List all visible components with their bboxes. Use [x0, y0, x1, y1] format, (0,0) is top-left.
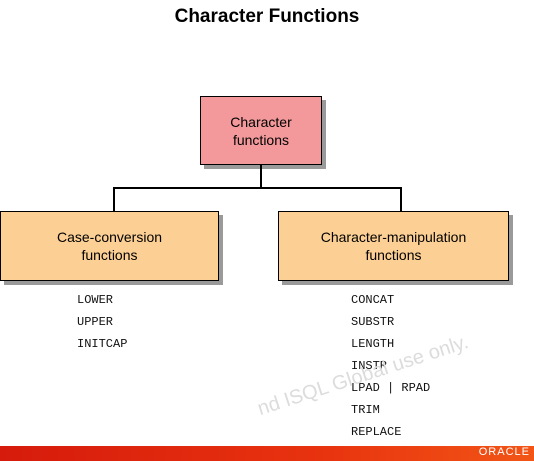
- list-item: LPAD | RPAD: [351, 381, 431, 395]
- connector-horizontal: [113, 187, 402, 189]
- list-item: UPPER: [77, 315, 114, 329]
- list-item: REPLACE: [351, 425, 402, 439]
- list-item: CONCAT: [351, 293, 395, 307]
- connector-root-down: [260, 165, 262, 188]
- list-item: LOWER: [77, 293, 114, 307]
- list-item: TRIM: [351, 403, 380, 417]
- list-item: INSTR: [351, 359, 388, 373]
- character-manipulation-label-line2: functions: [365, 247, 422, 263]
- connector-right-down: [400, 187, 402, 211]
- root-node-character-functions: Character functions: [200, 96, 322, 165]
- character-manipulation-label-line1: Character-manipulation: [320, 229, 467, 245]
- case-conversion-function-list: LOWER UPPER INITCAP: [77, 289, 127, 355]
- oracle-logo: ORACLE: [478, 446, 530, 458]
- footer-bar: ORACLE: [0, 446, 534, 461]
- case-conversion-label-line1: Case-conversion: [56, 229, 163, 245]
- list-item: INITCAP: [77, 337, 128, 351]
- character-manipulation-function-list: CONCAT SUBSTR LENGTH INSTR LPAD | RPAD T…: [351, 289, 430, 443]
- case-conversion-node: Case-conversion functions: [0, 211, 219, 281]
- list-item: SUBSTR: [351, 315, 395, 329]
- root-node-label-line1: Character: [230, 113, 292, 130]
- case-conversion-label-line2: functions: [81, 247, 138, 263]
- root-node-label-line2: functions: [232, 131, 290, 148]
- connector-left-down: [113, 187, 115, 211]
- list-item: LENGTH: [351, 337, 395, 351]
- page-title: Character Functions: [174, 6, 360, 27]
- character-manipulation-node: Character-manipulation functions: [278, 211, 509, 281]
